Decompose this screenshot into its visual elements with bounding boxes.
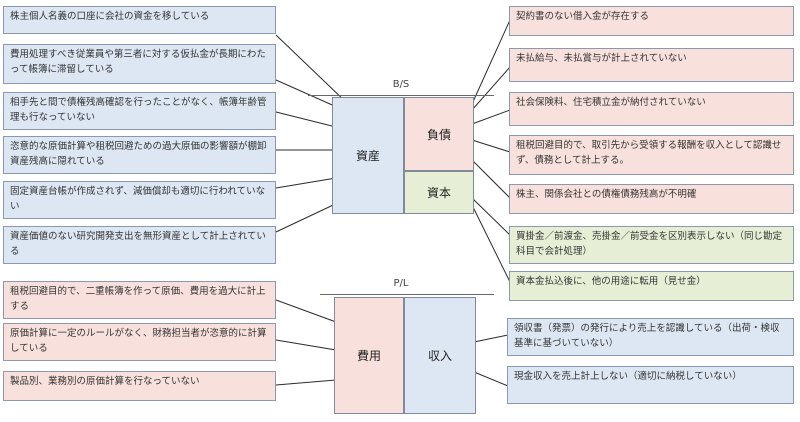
pl-left-note: 製品別、業務別の原価計算を行なっていない: [3, 371, 276, 401]
bs-left-note: 資産価値のない研究開発支出を無形資産として計上されている: [3, 226, 276, 264]
pl-expenses-cell: 費用: [334, 297, 404, 414]
pl-title-rule: [320, 294, 494, 295]
bs-equity-cell: 資本: [404, 171, 474, 214]
bs-right-note: 資本金払込後に、他の用途に転用（見せ金）: [509, 271, 794, 301]
bs-left-note: 株主個人名義の口座に会社の資金を移している: [3, 6, 276, 34]
bs-right-note: 租税回避目的で、取引先から受領する報酬を収入として認識せず、債務として計上する。: [509, 135, 794, 175]
pl-title: P/L: [393, 278, 409, 289]
bs-right-note: 未払給与、未払賞与が計上されていない: [509, 48, 794, 82]
bs-title-rule: [308, 95, 494, 96]
pl-right-note: 現金収入を売上計上しない（適切に納税していない）: [507, 366, 794, 404]
bs-left-note: 固定資産台帳が作成されず、減価償却も適切に行われていない: [3, 181, 276, 219]
bs-left-note: 恣意的な原価計算や租税回避ための過大原価の影響額が棚卸資産残高に隠れている: [3, 136, 276, 174]
pl-left-note: 原価計算に一定のルールがなく、財務担当者が恣意的に計算している: [3, 323, 276, 361]
bs-right-note: 社会保険料、住宅積立金が納付されていない: [509, 92, 794, 126]
bs-right-note: 買掛金／前渡金、売掛金／前受金を区別表示しない（同じ勘定科目で会計処理）: [509, 226, 794, 264]
pl-revenue-cell: 収入: [404, 297, 476, 414]
bs-assets-cell: 資産: [332, 97, 404, 214]
bs-liabilities-cell: 負債: [404, 97, 474, 171]
bs-right-note: 株主、関係会社との債権債務残高が不明確: [509, 184, 794, 214]
bs-left-note: 費用処理すべき従業員や第三者に対する仮払金が長期にわたって帳簿に滞留している: [3, 44, 276, 84]
bs-left-note: 相手先と間で債権残高確認を行ったことがなく、帳簿年齢管理も行なっていない: [3, 92, 276, 130]
bs-title: B/S: [392, 79, 410, 90]
pl-left-note: 租税回避目的で、二重帳簿を作って原価、費用を過大に計上する: [3, 281, 276, 319]
pl-right-note: 領収書（発票）の発行により売上を認識している（出荷・検収基準に基づいていない）: [507, 318, 794, 356]
bs-right-note: 契約書のない借入金が存在する: [509, 6, 794, 36]
